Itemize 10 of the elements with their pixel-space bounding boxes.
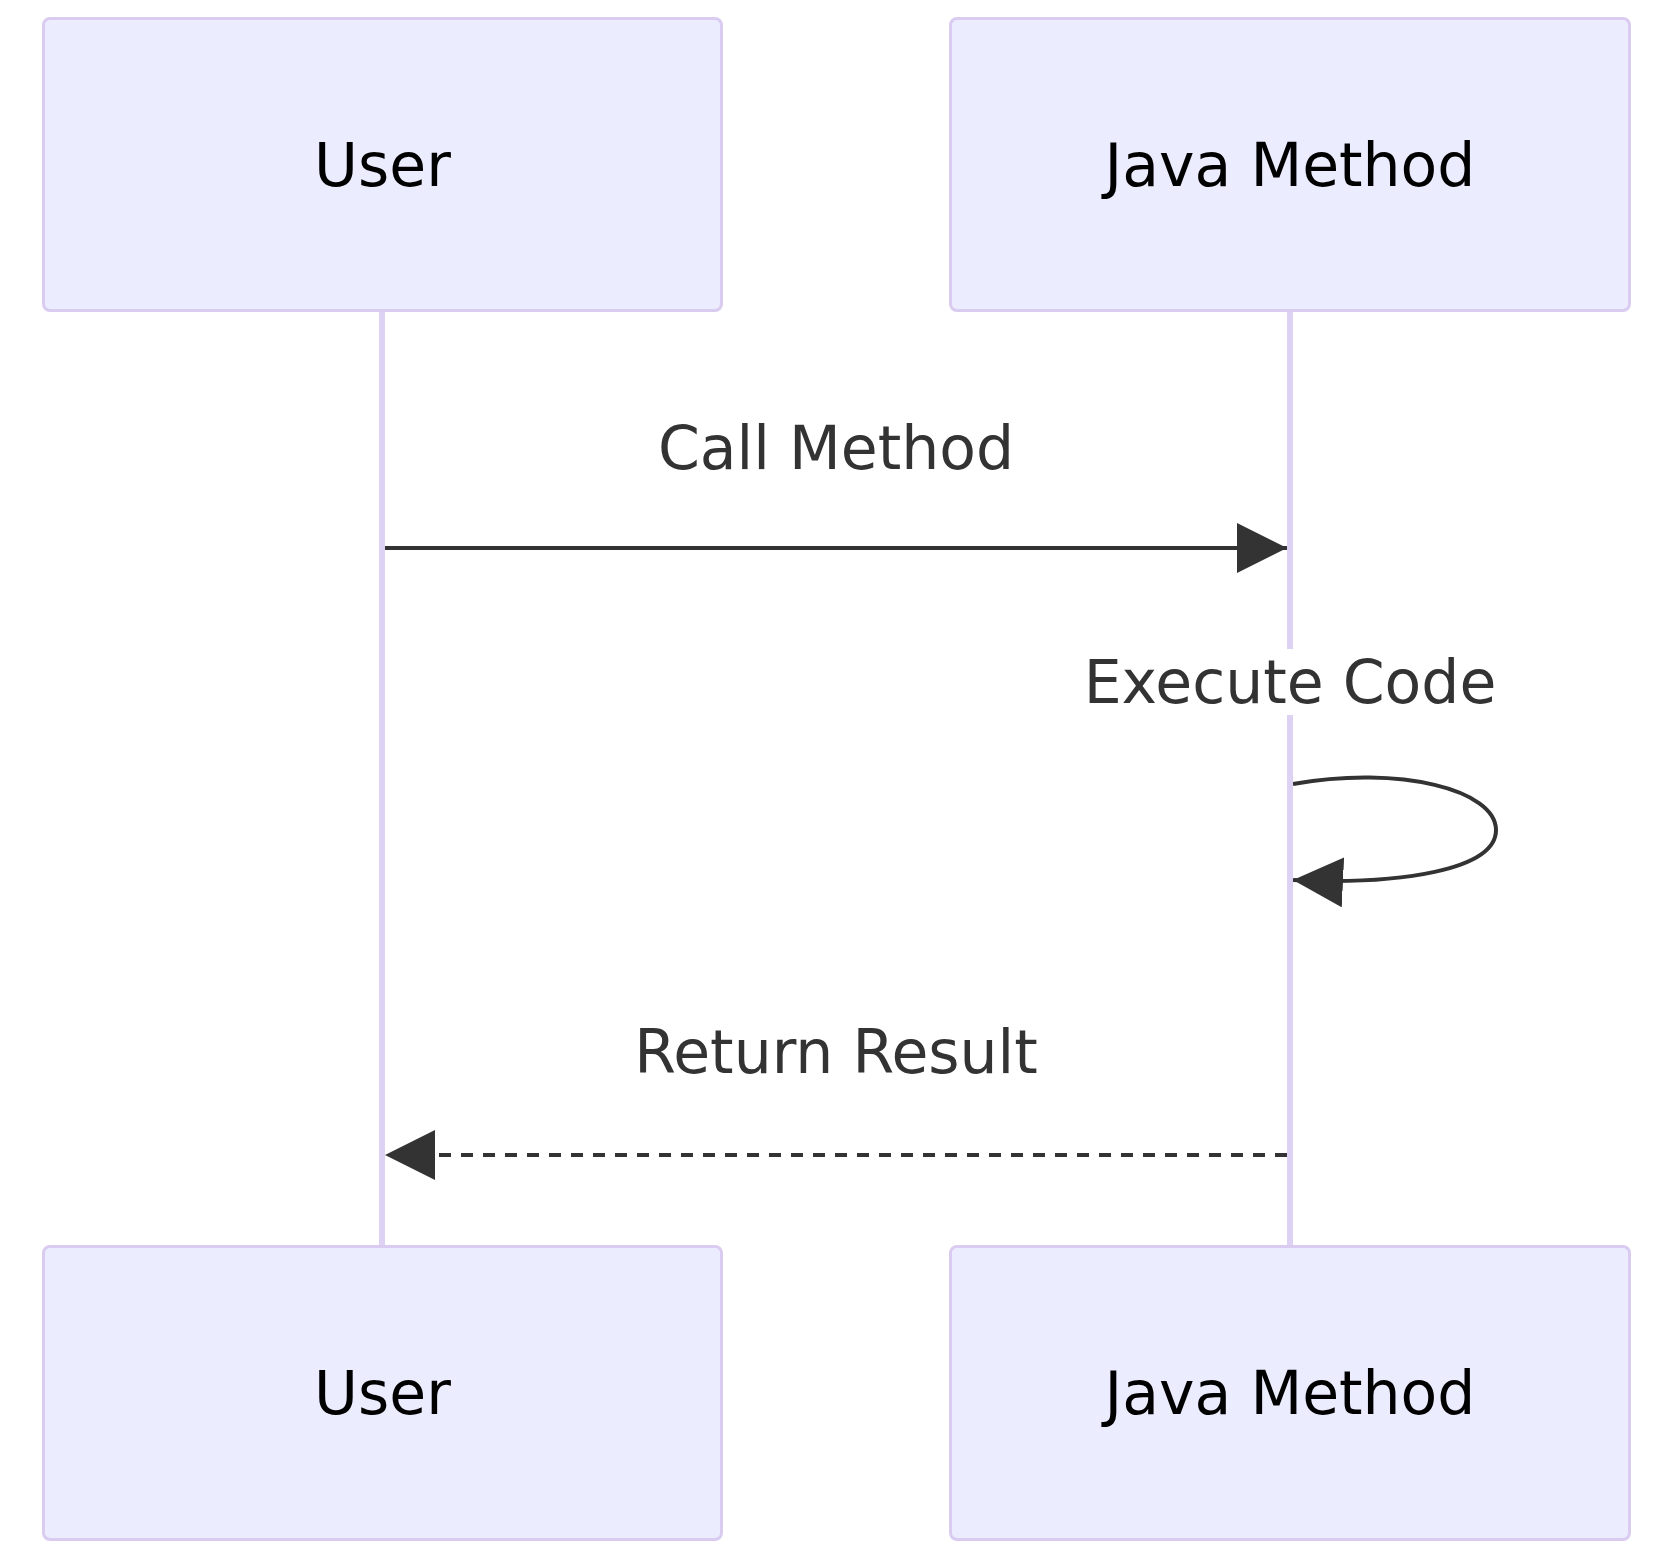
participant-box <box>949 17 1631 312</box>
participant-box <box>949 1245 1631 1541</box>
self-message-arrow <box>1292 775 1498 907</box>
participant-box <box>42 1245 723 1541</box>
message-arrow <box>385 523 1287 573</box>
participant-name: User <box>314 129 451 200</box>
message-arrow <box>385 1130 1287 1180</box>
participant-box <box>42 17 723 312</box>
lifeline <box>379 312 385 1245</box>
participant-name: User <box>314 1358 451 1428</box>
